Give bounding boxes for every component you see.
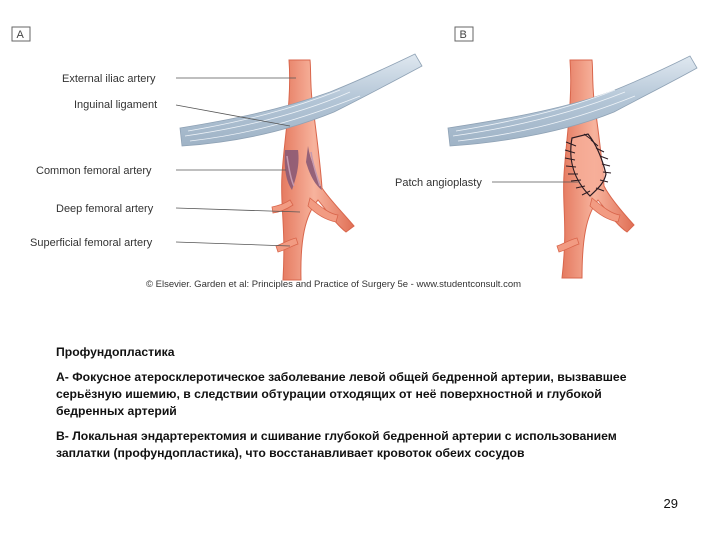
caption-paragraph-b: В- Локальная эндартеректомия и сшивание … bbox=[56, 429, 617, 460]
callout-patch-angioplasty: Patch angioplasty bbox=[395, 177, 482, 189]
inguinal-ligament-b bbox=[447, 55, 698, 147]
callout-common-femoral-artery: Common femoral artery bbox=[36, 165, 152, 177]
caption-paragraph-a: А- Фокусное атеросклеротическое заболева… bbox=[56, 370, 627, 418]
caption-title: Профундопластика bbox=[56, 345, 175, 359]
panel-b-label: B bbox=[454, 26, 474, 42]
page-number: 29 bbox=[663, 496, 678, 511]
callout-deep-femoral-artery: Deep femoral artery bbox=[56, 203, 154, 215]
panel-a-label: A bbox=[11, 26, 31, 42]
callout-inguinal-ligament: Inguinal ligament bbox=[74, 99, 157, 111]
callout-superficial-femoral-artery: Superficial femoral artery bbox=[30, 237, 153, 249]
svg-text:A: A bbox=[17, 29, 25, 41]
anatomy-figure: A B External iliac artery Inguinal ligam… bbox=[11, 26, 698, 290]
caption: Профундопластика А- Фокусное атеросклеро… bbox=[56, 344, 636, 470]
plaque-a bbox=[284, 146, 322, 190]
svg-text:B: B bbox=[460, 29, 467, 41]
figure-credit: © Elsevier. Garden et al: Principles and… bbox=[146, 279, 521, 290]
callout-external-iliac-artery: External iliac artery bbox=[62, 73, 156, 85]
inguinal-ligament-a bbox=[179, 53, 423, 147]
patch-sutures bbox=[564, 133, 612, 197]
callout-lines-a bbox=[175, 77, 301, 247]
